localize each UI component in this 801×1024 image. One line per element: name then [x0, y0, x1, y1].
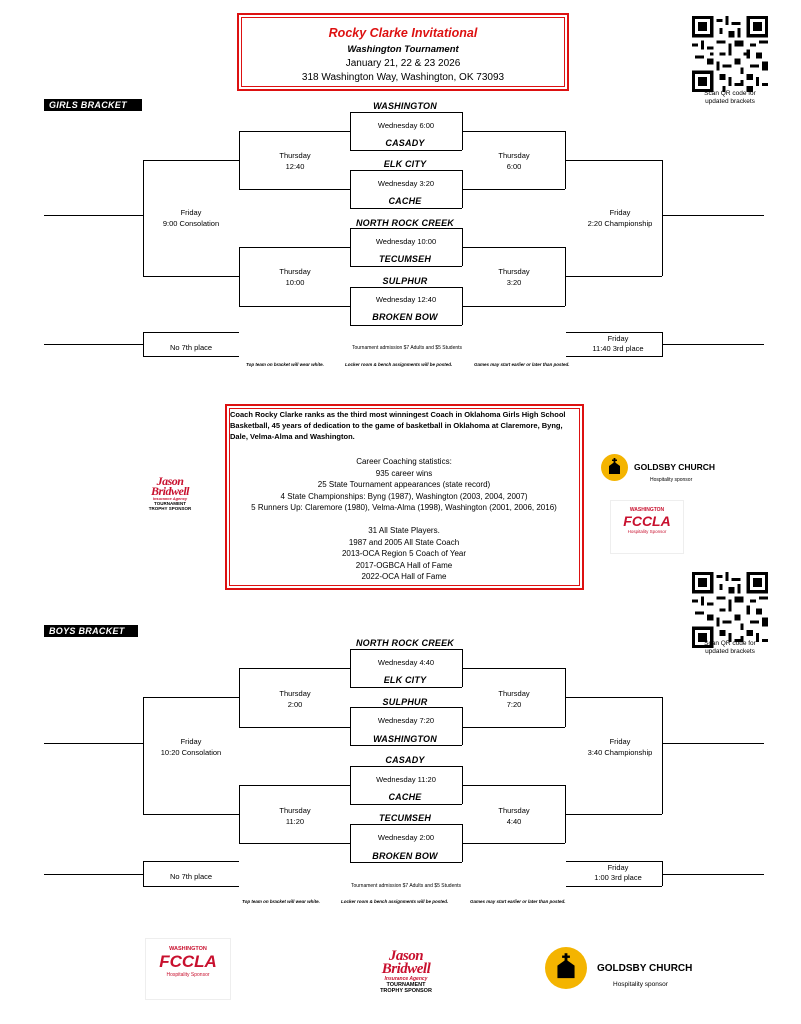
girls-admission: Tournament admission $7 Adults and $5 St…	[351, 345, 463, 351]
goldsby-church-name: GOLDSBY CHURCH	[634, 462, 716, 472]
fccla-logo-bottom: WASHINGTON FCCLA Hospitality Sponsor	[145, 938, 231, 1000]
boys-seventh-place: No 7th place	[169, 872, 213, 881]
tournament-dates: January 21, 22 & 23 2026	[345, 58, 461, 69]
girls-game-4: Wednesday 12:40	[375, 295, 437, 304]
coach-stats: Career Coaching statistics: 935 career w…	[251, 457, 557, 512]
girls-team-6: TECUMSEH	[378, 254, 432, 264]
goldsby-church-name-bottom: GOLDSBY CHURCH	[597, 963, 693, 974]
girls-team-2: CASADY	[385, 138, 425, 148]
boys-team-7: TECUMSEH	[378, 813, 432, 823]
tournament-header-box	[237, 13, 569, 91]
girls-team-8: BROKEN BOW	[372, 312, 438, 322]
goldsby-church-icon	[601, 454, 628, 481]
boys-bracket-tag: BOYS BRACKET	[44, 625, 138, 637]
boys-game-3: Wednesday 11:20	[376, 775, 436, 784]
boys-team-4: WASHINGTON	[373, 734, 437, 744]
girls-game-2: Wednesday 3:20	[377, 179, 435, 188]
tournament-subtitle: Washington Tournament	[347, 44, 459, 55]
girls-team-1: WASHINGTON	[373, 101, 437, 111]
boys-team-8: BROKEN BOW	[372, 851, 438, 861]
boys-note-2: Locker room & bench assignments will be …	[341, 899, 449, 904]
boys-game-2: Wednesday 7:20	[377, 716, 435, 725]
jason-bridwell-logo: Jason Bridwell Insurance Agency TOURNAME…	[148, 474, 192, 512]
boys-team-2: ELK CITY	[383, 675, 427, 685]
girls-game-3: Wednesday 10:00	[375, 237, 437, 246]
girls-team-4: CACHE	[388, 196, 422, 206]
boys-admission: Tournament admission $7 Adults and $5 St…	[350, 883, 462, 889]
girls-team-3: ELK CITY	[383, 159, 427, 169]
tournament-address: 318 Washington Way, Washington, OK 73093	[301, 72, 505, 83]
girls-seventh-place: No 7th place	[169, 343, 213, 352]
qr-code-icon[interactable]	[692, 16, 768, 92]
jason-bridwell-logo-bottom: Jason Bridwell Insurance Agency TOURNAME…	[380, 948, 432, 994]
goldsby-church-label: Hospitality sponsor	[650, 477, 693, 483]
girls-note-3: Games may start earlier or later than po…	[474, 362, 570, 367]
boys-note-3: Games may start earlier or later than po…	[470, 899, 566, 904]
girls-team-7: SULPHUR	[382, 276, 428, 286]
coach-bio-box	[225, 404, 584, 590]
boys-note-1: Top team on bracket will wear white.	[242, 899, 320, 904]
girls-team-5: NORTH ROCK CREEK	[355, 218, 455, 228]
boys-team-6: CACHE	[388, 792, 422, 802]
boys-team-1: NORTH ROCK CREEK	[355, 638, 455, 648]
coach-honors: 31 All State Players. 1987 and 2005 All …	[341, 526, 467, 581]
tournament-title: Rocky Clarke Invitational	[328, 26, 478, 40]
goldsby-church-label-bottom: Hospitality sponsor	[613, 981, 668, 988]
girls-note-2: Locker room & bench assignments will be …	[345, 362, 453, 367]
boys-game-1: Wednesday 4:40	[377, 658, 435, 667]
fccla-logo: WASHINGTON FCCLA Hospitality Sponsor	[610, 500, 684, 554]
girls-bracket-tag: GIRLS BRACKET	[44, 99, 142, 111]
boys-team-5: CASADY	[385, 755, 425, 765]
goldsby-church-icon-bottom	[545, 947, 587, 989]
coach-bio-intro: Coach Rocky Clarke ranks as the third mo…	[230, 410, 566, 441]
boys-team-3: SULPHUR	[382, 697, 428, 707]
girls-game-1: Wednesday 6:00	[377, 121, 435, 130]
girls-note-1: Top team on bracket will wear white.	[246, 362, 324, 367]
qr-code-icon-2[interactable]	[692, 572, 768, 648]
boys-game-4: Wednesday 2:00	[377, 833, 435, 842]
